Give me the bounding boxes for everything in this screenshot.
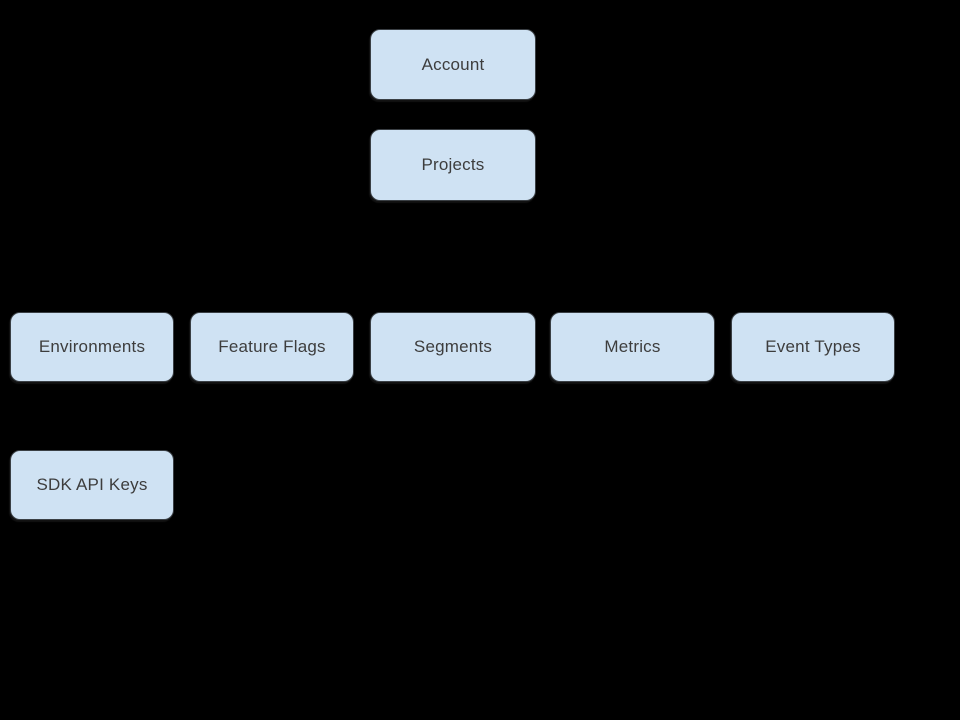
node-account: Account <box>370 29 536 100</box>
node-environments: Environments <box>10 312 174 382</box>
node-account-label: Account <box>421 54 485 74</box>
node-sdk-api-keys-label: SDK API Keys <box>36 475 148 494</box>
node-event-types-label: Event Types <box>765 337 861 356</box>
node-sdk-api-keys: SDK API Keys <box>10 450 174 520</box>
node-segments-label: Segments <box>413 337 493 356</box>
node-metrics: Metrics <box>550 312 715 382</box>
node-event-types: Event Types <box>731 312 895 382</box>
node-projects: Projects <box>370 129 536 201</box>
node-segments: Segments <box>370 312 536 382</box>
node-metrics-label: Metrics <box>604 337 661 356</box>
node-projects-label: Projects <box>421 155 485 174</box>
node-environments-label: Environments <box>38 337 146 356</box>
node-feature-flags-label: Feature Flags <box>218 337 326 356</box>
node-feature-flags: Feature Flags <box>190 312 354 382</box>
